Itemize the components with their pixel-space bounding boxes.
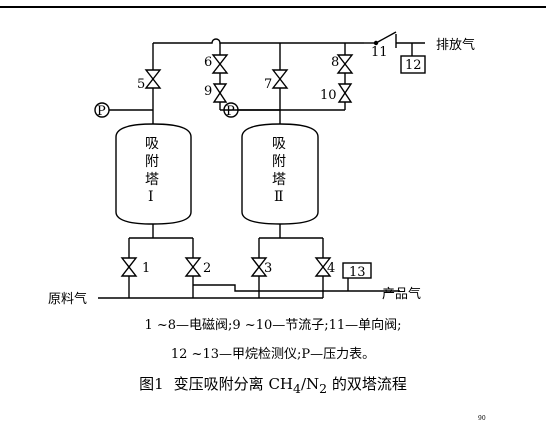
tower1-label-2: 附 <box>145 154 159 170</box>
valve-label-1: 1 <box>142 261 150 276</box>
valve-6 <box>211 54 229 74</box>
valve-label-8: 8 <box>331 55 339 70</box>
tower2-label-3: 塔 <box>272 172 286 188</box>
gauge-label-1: P <box>97 104 106 119</box>
valve-label-3: 3 <box>264 261 272 276</box>
detector-12 <box>400 55 426 74</box>
throttle-9 <box>212 83 228 103</box>
valve-1 <box>120 257 138 277</box>
product-pipe <box>193 284 400 292</box>
caption-slash: /N <box>300 375 320 393</box>
caption-prefix: 变压吸附分离 CH <box>173 375 293 393</box>
detector-13 <box>342 262 372 279</box>
valve-label-6: 6 <box>204 55 212 70</box>
tower2-label-2: 附 <box>272 154 286 170</box>
throttle-label-10: 10 <box>320 88 337 103</box>
valve-3 <box>250 257 268 277</box>
valve-label-7: 7 <box>264 77 272 92</box>
feed-label: 原料气 <box>48 291 87 307</box>
figure-number: 图1 <box>139 375 164 393</box>
legend-line-1: 1 ~8—电磁阀;9 ~10—节流子;11—单向阀; <box>144 318 402 333</box>
valve-label-5: 5 <box>137 77 145 92</box>
tower-2 <box>241 123 319 225</box>
exhaust-label: 排放气 <box>436 37 475 53</box>
tower2-label-1: 吸 <box>272 136 286 152</box>
product-label: 产品气 <box>382 286 421 302</box>
valve-5 <box>144 69 162 89</box>
tower2-label-4: Ⅱ <box>274 189 284 205</box>
caption-sub-4: 4 <box>293 381 301 396</box>
detector-12-label: 12 <box>405 58 422 73</box>
valve-4 <box>314 257 332 277</box>
check-valve-11-pivot <box>373 40 379 46</box>
valve-layer <box>120 54 354 277</box>
throttle-10 <box>337 83 353 103</box>
legend-line-2: 12 ~13—甲烷检测仪;P—压力表。 <box>170 347 376 362</box>
tower1-label-3: 塔 <box>145 172 159 188</box>
tower-1 <box>115 123 192 225</box>
valve-label-4: 4 <box>327 261 335 276</box>
valve-label-2: 2 <box>203 261 211 276</box>
pressure-gauge-1 <box>94 102 110 118</box>
check-valve-label: 11 <box>371 45 388 60</box>
caption-sub-2: 2 <box>319 381 328 396</box>
corner-reference: 90 <box>478 415 486 422</box>
figure-caption: 图1 变压吸附分离 CH4/N2 的双塔流程 <box>0 375 546 398</box>
tower1-label-1: 吸 <box>145 136 159 152</box>
valve-8 <box>336 54 354 74</box>
tower1-label-4: Ⅰ <box>148 189 154 205</box>
caption-suffix: 的双塔流程 <box>327 375 407 393</box>
check-valve-11 <box>375 31 397 44</box>
gauge-label-2: P <box>226 104 235 119</box>
header-pipe <box>153 38 364 44</box>
valve-7 <box>271 69 289 89</box>
valve-2 <box>184 257 202 277</box>
detector-13-label: 13 <box>349 265 366 280</box>
throttle-label-9: 9 <box>204 84 212 99</box>
pressure-gauge-2 <box>223 102 239 118</box>
